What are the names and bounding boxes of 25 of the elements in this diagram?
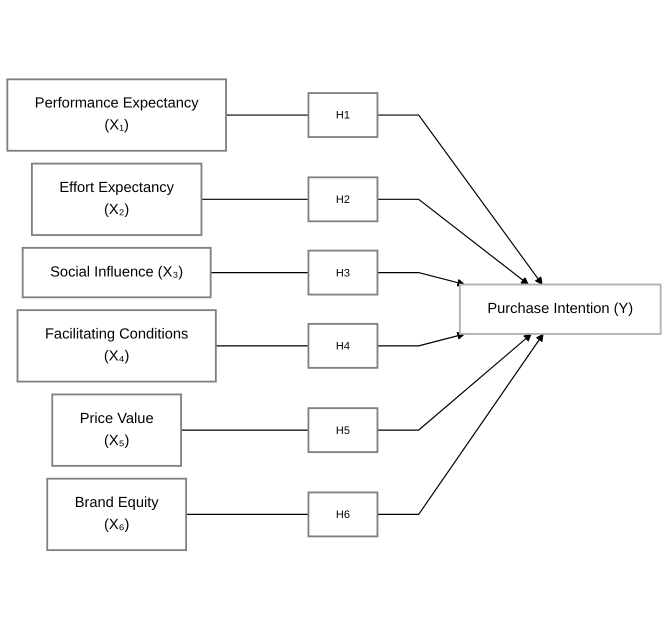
node-box: H4 [308,323,378,370]
node-box: H6 [308,492,378,538]
node-box: Brand Equity (X₆) [46,478,188,552]
arrow [377,272,466,287]
arrow [377,114,543,286]
connector [201,199,308,200]
arrow [377,199,529,286]
connector [181,430,308,431]
node-box: Social Influence (X₃) [22,247,212,298]
connector [226,114,308,116]
node-box: H1 [308,92,378,138]
node-box: Purchase Intention (Y) [458,284,662,336]
node-box: Price Value (X₅) [51,394,182,468]
arrow [377,332,466,347]
connector [186,514,308,516]
connector [210,272,308,274]
node-box: Effort Expectancy (X₂) [30,162,202,236]
arrow [377,334,544,516]
node-box: Facilitating Conditions (X₄) [16,310,217,383]
node-box: H5 [308,408,378,454]
node-box: H2 [308,176,378,222]
node-box: H3 [308,250,378,296]
node-box: Performance Expectancy (X₁) [6,78,227,152]
connector [216,346,308,347]
arrow [377,334,532,431]
